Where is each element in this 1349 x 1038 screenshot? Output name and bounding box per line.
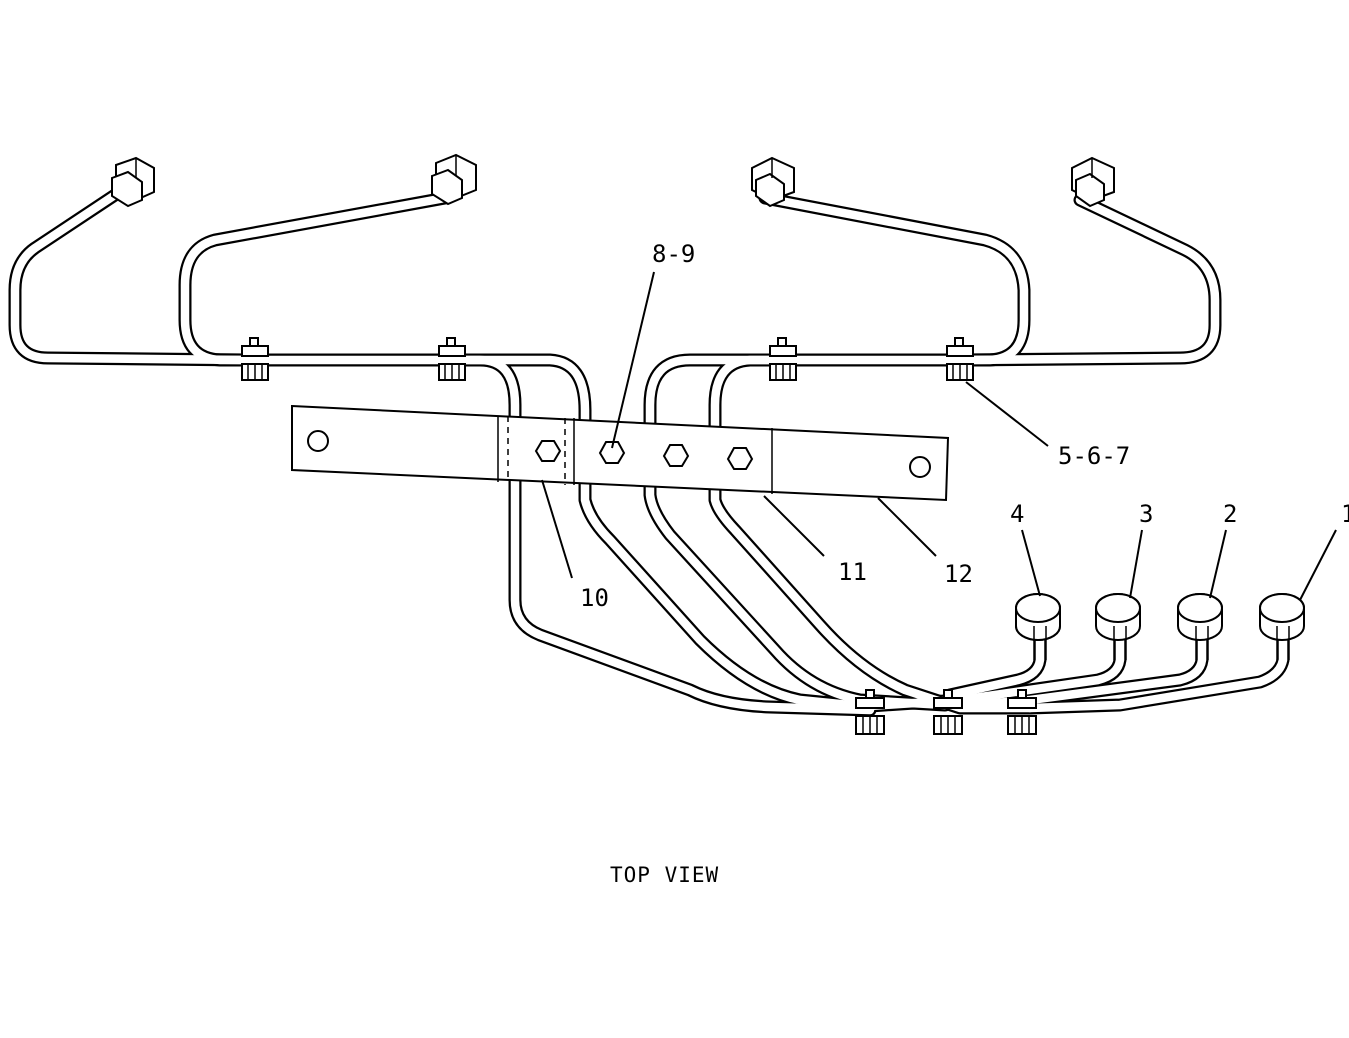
leader-8-9 (611, 271, 655, 449)
callout-5-6-7: 5-6-7 (1058, 442, 1130, 470)
leader-12 (877, 497, 937, 557)
leader-10 (541, 479, 573, 579)
callout-11: 11 (838, 558, 867, 586)
hex-bolt-2 (598, 441, 626, 464)
callout-3: 3 (1139, 500, 1153, 528)
nozzle-nut-inner-right (751, 156, 795, 208)
hex-bolt-4 (726, 447, 754, 470)
clamp-7 (1007, 689, 1037, 735)
fuel-pipes (8, 178, 1290, 717)
clamp-group-top (241, 337, 974, 381)
hex-bolt-3 (662, 444, 690, 467)
clamp-2 (438, 337, 466, 381)
pipe-c2-outer (643, 353, 952, 712)
clamp-3 (769, 337, 797, 381)
callout-labels: 1 2 3 4 5-6-7 8-9 10 11 12 (580, 240, 1349, 612)
clamp-4 (946, 337, 974, 381)
clamp-5 (855, 689, 885, 735)
leader-4 (1021, 529, 1041, 597)
callout-2: 2 (1223, 500, 1237, 528)
leader-1 (1299, 529, 1337, 601)
clamp-group-bottom (855, 689, 1037, 735)
callout-8-9: 8-9 (652, 240, 695, 268)
nozzle-nut-far-left (111, 156, 155, 208)
callout-10: 10 (580, 584, 609, 612)
leader-lines (541, 271, 1337, 601)
port-nut-2 (1177, 593, 1223, 641)
port-nut-3 (1095, 593, 1141, 641)
callout-4: 4 (1010, 500, 1024, 528)
leader-5-6-7 (965, 381, 1049, 447)
port-nut-4 (1015, 593, 1061, 641)
bracket-hole-left (307, 430, 329, 452)
leader-3 (1129, 529, 1143, 599)
port-nut-1 (1259, 593, 1305, 641)
nozzle-nut-far-right (1071, 156, 1115, 208)
clamp-1 (241, 337, 269, 381)
view-caption: TOP VIEW (610, 863, 719, 887)
hex-bolt-1 (534, 440, 562, 462)
callout-1: 1 (1341, 500, 1349, 528)
clamp-6 (933, 689, 963, 735)
nozzle-nut-inner-left (431, 153, 477, 206)
leader-2 (1209, 529, 1227, 599)
port-pipe-stubs (1033, 626, 1290, 660)
leader-11 (763, 495, 825, 557)
bracket-hole-right (909, 456, 931, 478)
mounting-bracket (291, 404, 950, 502)
callout-12: 12 (944, 560, 973, 588)
